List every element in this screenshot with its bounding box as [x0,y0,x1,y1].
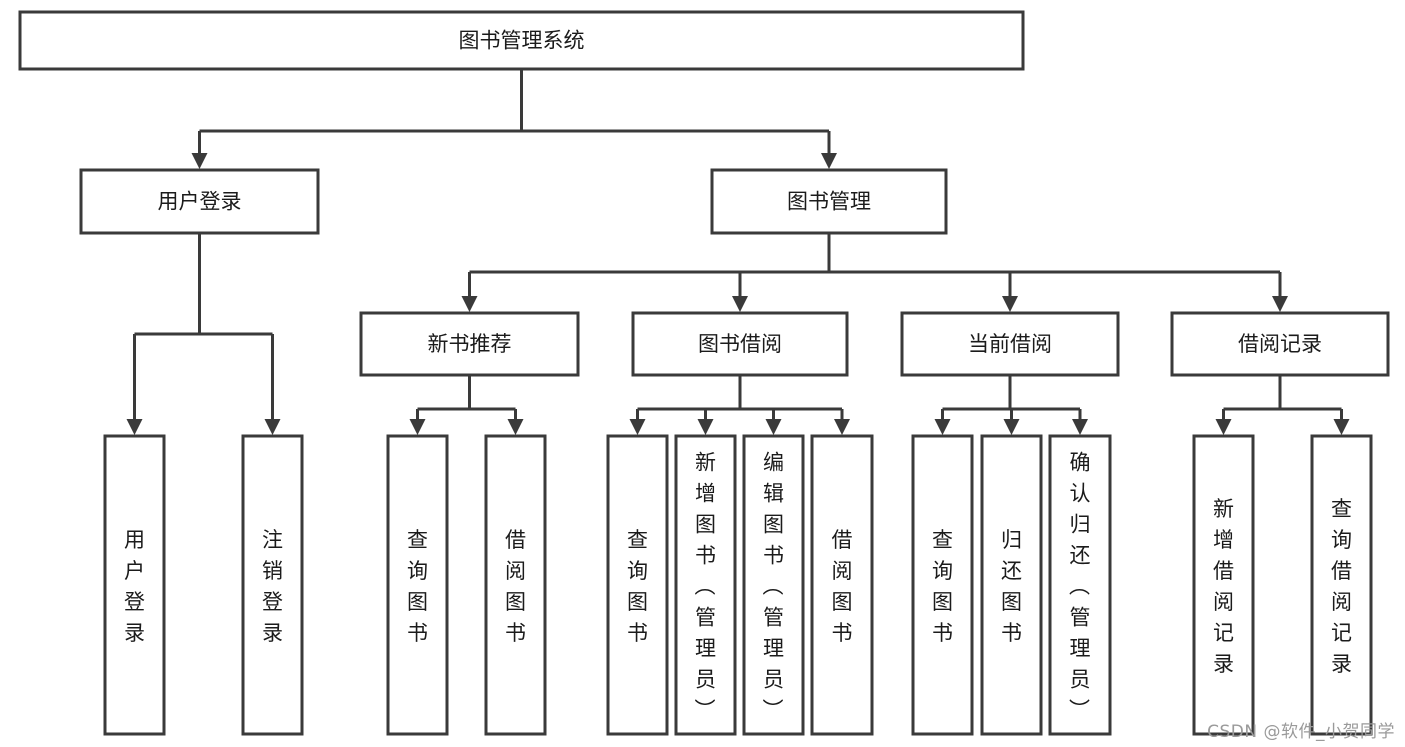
node-new-book-rec[interactable]: 新书推荐 [359,311,580,377]
connector-book-manage [461,233,1288,312]
node-leaf-return-book[interactable]: 归还图书 [980,434,1043,736]
connector-layer [126,69,1350,435]
node-box [1170,311,1390,377]
node-leaf-query-book-3[interactable]: 查询图书 [911,434,974,736]
node-label: 图书借阅 [698,332,782,356]
node-label: 确认归还（管理员） [1069,451,1091,723]
connector-root [191,69,837,169]
node-box [484,434,547,736]
node-current-borrow[interactable]: 当前借阅 [900,311,1120,377]
node-box [742,434,805,736]
node-label: 查询借阅记录 [1331,497,1352,676]
node-label: 编辑图书（管理员） [763,451,785,723]
connector-user-login [126,233,281,435]
node-box [386,434,449,736]
node-label: 查询图书 [407,528,428,645]
connector-new-book-rec [409,375,524,435]
node-label: 新增图书（管理员） [695,451,717,723]
node-label: 用户登录 [158,190,242,214]
node-box [1192,434,1255,736]
node-label: 查询图书 [932,528,953,645]
node-leaf-query-record[interactable]: 查询借阅记录 [1310,434,1373,736]
node-box [810,434,874,736]
node-label: 借阅图书 [832,528,853,645]
node-user-login[interactable]: 用户登录 [79,168,320,235]
node-label: 图书管理 [787,190,871,214]
node-label: 借阅图书 [505,528,526,645]
node-leaf-borrow-book-1[interactable]: 借阅图书 [484,434,547,736]
connector-current-borrow [934,375,1088,435]
node-box [79,168,320,235]
node-leaf-query-book-1[interactable]: 查询图书 [386,434,449,736]
node-label: 借阅记录 [1238,332,1322,356]
node-label: 注销登录 [262,528,283,645]
node-label: 查询图书 [627,528,648,645]
node-leaf-user-login[interactable]: 用户登录 [103,434,166,736]
node-box [1048,434,1112,736]
node-box [631,311,849,377]
node-leaf-edit-book[interactable]: 编辑图书（管理员） [742,434,805,736]
node-leaf-add-book[interactable]: 新增图书（管理员） [674,434,737,736]
node-label: 新书推荐 [428,332,512,356]
node-leaf-confirm-return[interactable]: 确认归还（管理员） [1048,434,1112,736]
node-label: 当前借阅 [968,332,1052,356]
node-box [18,10,1025,71]
node-box [980,434,1043,736]
connector-book-borrow [629,375,850,435]
node-book-manage[interactable]: 图书管理 [710,168,948,235]
node-box [359,311,580,377]
node-book-borrow[interactable]: 图书借阅 [631,311,849,377]
node-label: 图书管理系统 [459,29,585,53]
node-leaf-logout[interactable]: 注销登录 [241,434,304,736]
node-borrow-record[interactable]: 借阅记录 [1170,311,1390,377]
node-box [674,434,737,736]
node-box [606,434,669,736]
node-leaf-query-book-2[interactable]: 查询图书 [606,434,669,736]
node-label: 归还图书 [1001,528,1022,645]
node-box [241,434,304,736]
node-label: 用户登录 [124,528,145,645]
node-box [911,434,974,736]
node-leaf-add-record[interactable]: 新增借阅记录 [1192,434,1255,736]
node-box [103,434,166,736]
node-box [900,311,1120,377]
node-root[interactable]: 图书管理系统 [18,10,1025,71]
node-box [1310,434,1373,736]
node-label: 新增借阅记录 [1213,497,1234,676]
node-box [710,168,948,235]
node-layer: 图书管理系统用户登录图书管理新书推荐图书借阅当前借阅借阅记录用户登录注销登录查询… [18,10,1390,736]
connector-borrow-record [1215,375,1350,435]
node-leaf-borrow-book-2[interactable]: 借阅图书 [810,434,874,736]
